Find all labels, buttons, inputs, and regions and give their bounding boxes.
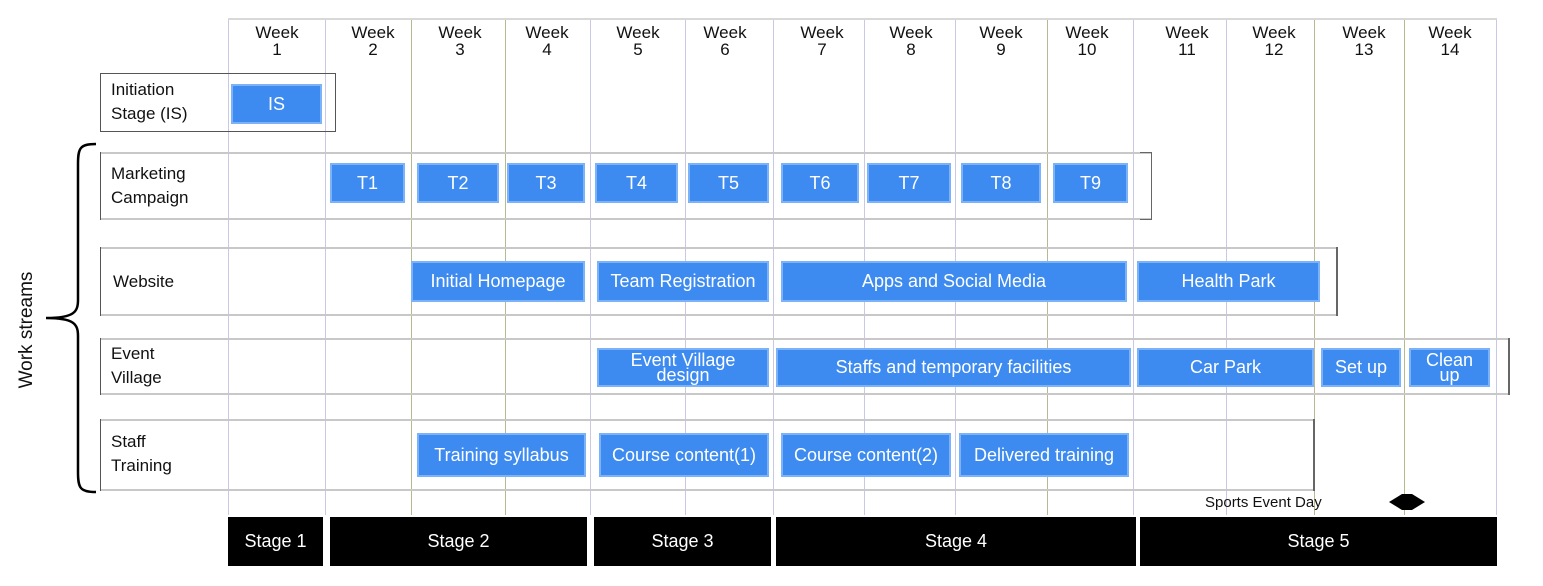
task-bar-delivered-training: Delivered training	[959, 433, 1129, 477]
task-bar-team-registration: Team Registration	[597, 261, 769, 302]
task-bar-t4: T4	[595, 163, 678, 203]
workstream-label-event-village: Event Village	[111, 344, 162, 387]
row-edge	[1313, 419, 1315, 491]
task-bar-event-village-design: Event Village design	[597, 348, 769, 387]
task-bar-staffs-temporary-facilities: Staffs and temporary facilities	[776, 348, 1131, 387]
grid-line	[590, 18, 591, 515]
task-bar-t2: T2	[417, 163, 499, 203]
stage-bar-1: Stage 1	[228, 517, 323, 566]
row-line	[100, 489, 1315, 491]
row-line	[100, 152, 1152, 154]
task-bar-apps-social-media: Apps and Social Media	[781, 261, 1127, 302]
row-edge	[100, 338, 101, 395]
row-edge	[100, 419, 101, 491]
side-label-work-streams: Work streams	[16, 271, 37, 389]
row-edge	[100, 247, 101, 316]
task-bar-course-content-1: Course content(1)	[599, 433, 769, 477]
workstream-label-initiation: Initiation Stage (IS)	[111, 80, 188, 123]
task-bar-initial-homepage: Initial Homepage	[411, 261, 585, 302]
curly-brace	[45, 142, 97, 494]
task-bar-course-content-2: Course content(2)	[781, 433, 951, 477]
task-bar-clean-up: Clean up	[1409, 348, 1490, 387]
workstream-label-website: Website	[113, 272, 175, 291]
stage-bar-5: Stage 5	[1140, 517, 1497, 566]
row-edge	[1508, 338, 1510, 395]
row-line	[100, 218, 1152, 220]
row-end-bracket	[1140, 152, 1152, 220]
row-line	[100, 419, 1315, 421]
task-bar-set-up: Set up	[1321, 348, 1401, 387]
grid-line	[773, 18, 774, 515]
workstream-label-marketing: Marketing Campaign	[111, 164, 189, 207]
grid-line	[325, 18, 326, 515]
task-bar-t8: T8	[961, 163, 1041, 203]
task-bar-training-syllabus: Training syllabus	[417, 433, 586, 477]
task-bar-is: IS	[231, 84, 322, 124]
task-bar-t9: T9	[1053, 163, 1128, 203]
grid-line	[228, 18, 229, 515]
task-bar-t5: T5	[688, 163, 769, 203]
workstream-box-initiation	[100, 73, 336, 132]
grid-top-line	[228, 18, 1497, 20]
task-bar-health-park: Health Park	[1137, 261, 1320, 302]
task-bar-t3: T3	[507, 163, 585, 203]
row-edge	[100, 152, 101, 220]
stage-bar-2: Stage 2	[330, 517, 587, 566]
workstream-label-staff-training: Staff Training	[111, 432, 172, 475]
task-bar-t1: T1	[330, 163, 405, 203]
row-edge	[1336, 247, 1338, 316]
row-line	[100, 247, 1338, 249]
task-bar-car-park: Car Park	[1137, 348, 1314, 387]
milestone-diamond-icon	[1389, 494, 1425, 510]
row-line	[100, 393, 1510, 395]
grid-line	[1404, 18, 1405, 515]
grid-line	[1496, 18, 1497, 515]
milestone-label: Sports Event Day	[1205, 494, 1322, 511]
stage-bar-3: Stage 3	[594, 517, 771, 566]
task-bar-t7: T7	[867, 163, 951, 203]
grid-line	[1133, 18, 1134, 515]
row-line	[100, 338, 1510, 340]
stage-bar-4: Stage 4	[776, 517, 1136, 566]
task-bar-t6: T6	[781, 163, 859, 203]
row-line	[100, 314, 1338, 316]
